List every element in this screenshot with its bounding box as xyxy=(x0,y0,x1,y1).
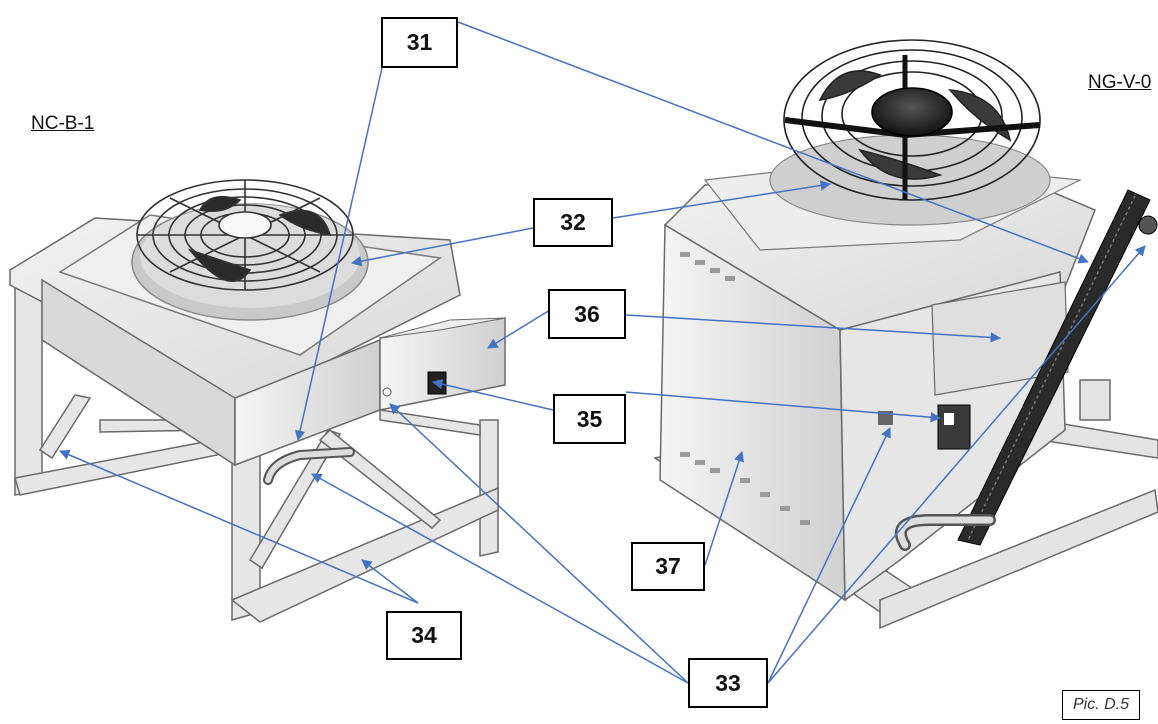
leader-35-left xyxy=(431,379,554,411)
right-unit-housing xyxy=(659,134,1096,602)
callout-35: 35 xyxy=(553,394,626,444)
right-model-label: NG-V-0 xyxy=(1088,72,1152,93)
callout-34: 34 xyxy=(386,611,462,660)
leader-33-b xyxy=(311,473,689,684)
left-unit-connection-pipe xyxy=(263,447,355,485)
right-unit-connection-pipe xyxy=(878,411,996,551)
leader-33-d xyxy=(767,245,1146,684)
leader-34-a xyxy=(59,449,419,604)
leader-35-right xyxy=(625,391,942,423)
left-condenser-unit xyxy=(9,179,506,623)
right-condenser-unit xyxy=(653,39,1158,630)
leader-34-b xyxy=(361,559,419,604)
right-unit-coil xyxy=(957,189,1158,546)
leader-32-right xyxy=(612,180,832,219)
left-model-label: NC-B-1 xyxy=(31,113,95,134)
left-unit-fan xyxy=(136,179,354,291)
picture-label: Pic. D.5 xyxy=(1062,690,1140,720)
right-unit-louvers xyxy=(680,252,810,525)
leader-lines xyxy=(59,21,1146,684)
left-unit-electrical-box xyxy=(379,317,506,411)
leader-33-c xyxy=(767,427,891,684)
right-unit-fan xyxy=(783,39,1041,201)
callout-37: 37 xyxy=(631,542,705,591)
callout-33: 33 xyxy=(688,658,768,708)
leader-36-left xyxy=(487,309,551,349)
leader-36-right xyxy=(625,314,1002,343)
leader-37 xyxy=(704,451,745,566)
callout-36: 36 xyxy=(548,289,626,339)
callout-32: 32 xyxy=(533,198,613,247)
callout-31: 31 xyxy=(381,17,458,68)
leader-31-left xyxy=(294,67,383,442)
leader-32-left xyxy=(350,227,534,267)
leader-31-right xyxy=(457,21,1089,264)
leader-33-a xyxy=(389,403,689,684)
